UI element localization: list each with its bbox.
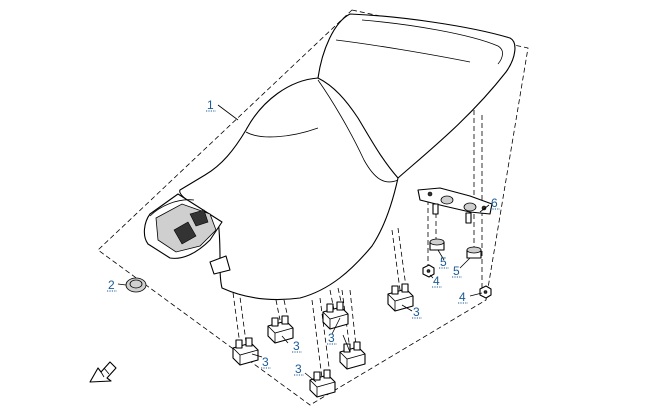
callout-4: 4 [459,290,466,304]
rubber-damper [267,315,294,344]
collar [429,238,445,251]
callout-1: 1 [207,98,214,112]
callout-3: 3 [328,331,335,345]
rubber-damper [309,369,336,398]
assembly-frame [97,9,529,406]
collar [466,246,482,259]
callout-2: 2 [108,278,115,292]
callout-3: 3 [293,339,300,353]
leader-lines [117,104,490,383]
callout-5: 5 [453,264,460,278]
callout-6: 6 [491,196,498,210]
seat [143,13,516,301]
front-direction-arrow-icon [89,361,117,383]
guide-lines [231,110,483,379]
rubber-damper [322,301,349,330]
callout-5: 5 [440,255,447,269]
callout-labels: 1 2 3 3 3 3 3 4 4 5 5 6 [107,98,500,376]
callout-3: 3 [413,305,420,319]
rubber-damper [387,283,414,312]
rubber-damper [339,341,366,370]
rubber-damper [232,337,259,366]
callout-3: 3 [262,355,269,369]
nut [422,264,435,278]
seat-cap [125,277,147,293]
nut [479,285,492,299]
callout-3: 3 [295,362,302,376]
seat-bracket-plate [417,187,493,224]
callout-4: 4 [433,274,440,288]
